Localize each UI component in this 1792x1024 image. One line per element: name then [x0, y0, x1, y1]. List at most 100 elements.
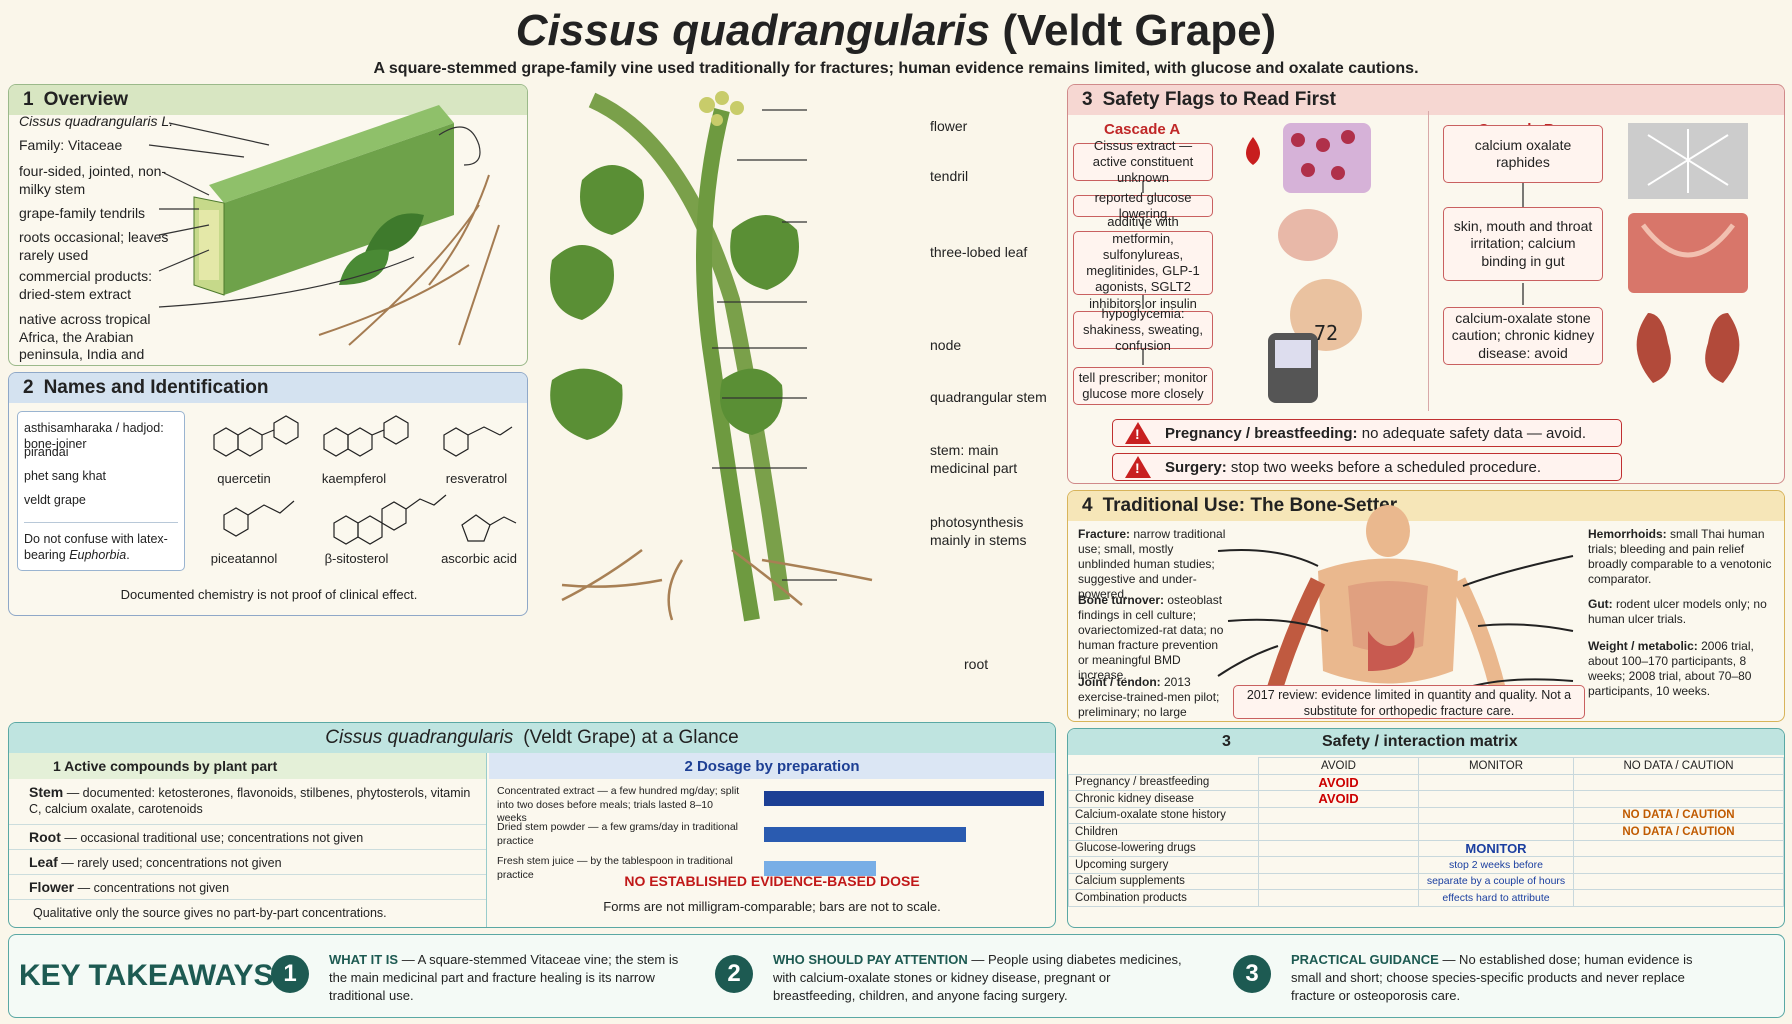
plant-illustration: [550, 91, 873, 622]
takeaway-guidance: PRACTICAL GUIDANCE — No established dose…: [1291, 952, 1693, 1004]
plant-label-flower: flower: [930, 118, 968, 134]
plant-label-node: node: [930, 337, 962, 353]
overview-label-products: commercial products: dried-stem extract: [19, 268, 153, 302]
glance-header: Cissus quadrangularis (Veldt Grape) at a…: [9, 723, 1055, 753]
molecule-label: resveratrol: [445, 471, 508, 486]
compounds-note: Qualitative only the source gives no par…: [33, 906, 387, 920]
molecule-label: quercetin: [217, 471, 271, 486]
dosage-heading: 2 Dosage by preparation: [489, 753, 1055, 779]
compound-row-stem: Stem — documented: ketosterones, flavono…: [9, 779, 486, 825]
glucometer-reading: 72: [1313, 321, 1339, 345]
interaction-matrix: AVOID MONITOR NO DATA / CAUTION Pregnanc…: [1068, 757, 1784, 907]
dosage-row: Fresh stem juice — by the tablespoon in …: [489, 855, 1055, 887]
overview-label-roots: roots occasional; leaves rarely used: [19, 229, 169, 263]
blood-drop-icon: [1246, 137, 1260, 165]
names-box: asthisamharaka / hadjod: bone-joiner pir…: [17, 411, 185, 571]
dosage-row: Concentrated extract — a few hundred mg/…: [489, 785, 1055, 824]
overview-label-species: Cissus quadrangularis L.: [19, 113, 174, 129]
molecule-structures: [213, 415, 517, 545]
cascade-divider: [1428, 111, 1429, 411]
plant-label-tendril: tendril: [930, 168, 969, 184]
compounds-heading: 1 Active compounds by plant part: [9, 753, 486, 779]
review-note: 2017 review: evidence limited in quantit…: [1233, 685, 1585, 719]
plant-label-root: root: [964, 656, 989, 672]
cascade-a-title: Cascade A: [1104, 121, 1181, 138]
takeaway-number: 3: [1233, 955, 1271, 993]
name-item: asthisamharaka / hadjod: bone-joiner: [24, 421, 164, 452]
overview-label-stem: four-sided, jointed, non-milky stem: [19, 163, 167, 197]
dosage-bar: [764, 791, 1044, 806]
page-subtitle: A square-stemmed grape-family vine used …: [373, 60, 1419, 77]
dosage-bar: [764, 861, 876, 876]
pregnancy-warning: ! Pregnancy / breastfeeding: no adequate…: [1112, 419, 1622, 447]
plant-label-stem: quadrangular stem: [930, 389, 1047, 405]
chemistry-note: Documented chemistry is not proof of cli…: [120, 587, 418, 602]
dosage-row: Dried stem powder — a few grams/day in t…: [489, 821, 1055, 853]
takeaway-who: WHO SHOULD PAY ATTENTION — People using …: [773, 952, 1182, 1004]
warning-icon: !: [1125, 422, 1151, 444]
name-item: veldt grape: [24, 493, 86, 507]
matrix-col-header: NO DATA / CAUTION: [1573, 757, 1784, 775]
plant-label-photosynthesis: photosynthesis mainly in stems: [930, 514, 1027, 548]
traditional-right-notes: Hemorrhoids: small Thai human trials; bl…: [1588, 527, 1778, 699]
plant-label-main-part: stem: main medicinal part: [930, 442, 1018, 476]
takeaway-number: 2: [715, 955, 753, 993]
molecule-label: kaempferol: [321, 471, 387, 486]
dosage-note: Forms are not milligram-comparable; bars…: [603, 899, 941, 914]
gut-note: Gut: rodent ulcer models only; no human …: [1588, 597, 1767, 626]
molecule-label: β-sitosterol: [324, 551, 389, 566]
warning-icon: !: [1125, 456, 1151, 478]
takeaways-panel: KEY TAKEAWAYS 1 WHAT IT IS — A square-st…: [8, 934, 1785, 1018]
compound-row-flower: Flower — concentrations not given: [9, 875, 486, 900]
dosage-bar: [764, 827, 966, 842]
compounds-section: 1 Active compounds by plant part Stem — …: [9, 753, 487, 927]
molecule-label: piceatannol: [210, 551, 278, 566]
cascade-a-step: hypoglycemia: shakiness, sweating, confu…: [1073, 306, 1213, 353]
takeaway-number: 1: [271, 955, 309, 993]
overview-label-tendrils: grape-family tendrils: [19, 205, 146, 221]
dosage-label: Fresh stem juice — by the tablespoon in …: [497, 855, 733, 881]
molecule-label: ascorbic acid: [441, 551, 517, 566]
confusion-warning: Do not confuse with latex-bearing Euphor…: [24, 522, 178, 564]
matrix-col-header: MONITOR: [1418, 757, 1574, 775]
cascade-b-step: skin, mouth and throat irritation; calci…: [1443, 207, 1603, 281]
glance-panel: Cissus quadrangularis (Veldt Grape) at a…: [8, 722, 1056, 928]
overview-label-native: native across tropical Africa, the Arabi…: [19, 311, 151, 365]
matrix-col-header: AVOID: [1258, 757, 1419, 775]
cascade-a-step: Cissus extract — active constituent unkn…: [1073, 138, 1213, 185]
no-dose-label: NO ESTABLISHED EVIDENCE-BASED DOSE: [624, 873, 920, 889]
compound-row-root: Root — occasional traditional use; conce…: [9, 825, 486, 850]
cascade-arrows: [1142, 123, 1748, 403]
name-item: phet sang khat: [24, 469, 107, 483]
matrix-col-header-row: AVOID MONITOR NO DATA / CAUTION: [1068, 757, 1784, 775]
traditional-left-notes: Fracture: narrow traditional use; small,…: [1078, 527, 1228, 721]
name-item: pirandai: [24, 445, 69, 459]
bone-turnover-note: Bone turnover: osteoblast findings in ce…: [1078, 593, 1224, 682]
cascade-b-step: calcium-oxalate stone caution; chronic k…: [1443, 307, 1603, 365]
dosage-label: Dried stem powder — a few grams/day in t…: [497, 821, 739, 847]
hemorrhoids-note: Hemorrhoids: small Thai human trials; bl…: [1588, 527, 1772, 586]
surgery-warning: ! Surgery: stop two weeks before a sched…: [1112, 453, 1622, 481]
joint-tendon-note: Joint / tendon: 2013 exercise-trained-me…: [1078, 675, 1220, 721]
plant-label-leaf: three-lobed leaf: [930, 244, 1028, 260]
cascade-a-step: tell prescriber; monitor glucose more cl…: [1073, 367, 1213, 405]
overview-label-family: Family: Vitaceae: [19, 137, 123, 153]
takeaways-heading: KEY TAKEAWAYS: [19, 959, 274, 992]
dosage-label: Concentrated extract — a few hundred mg/…: [497, 785, 740, 825]
